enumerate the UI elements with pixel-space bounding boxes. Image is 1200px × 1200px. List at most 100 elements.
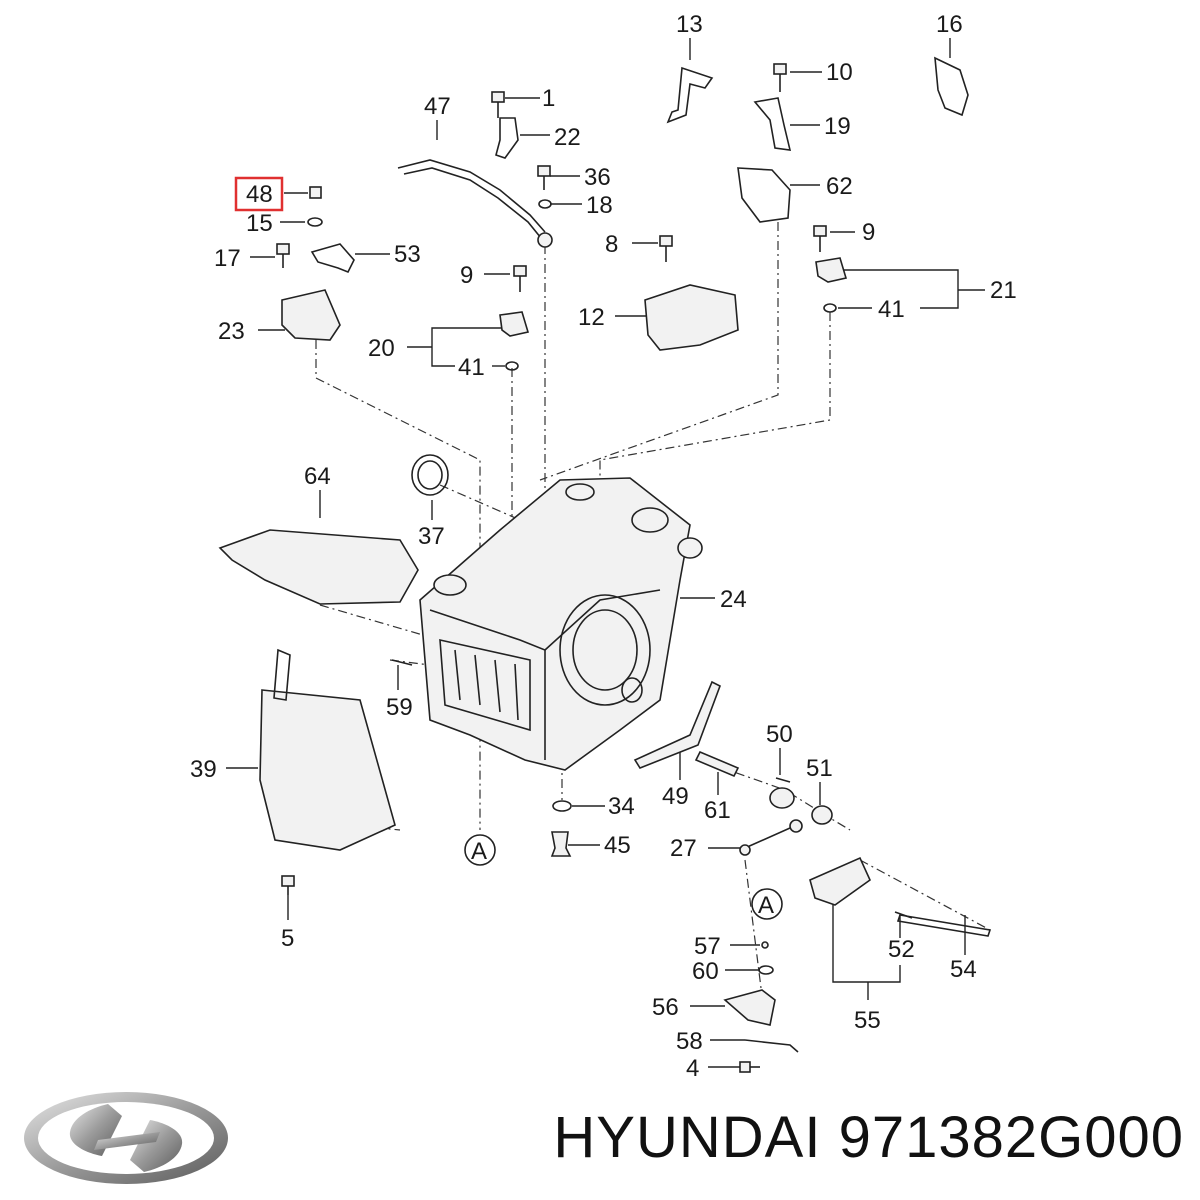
- filter-64: [218, 529, 419, 605]
- label-16: 16: [936, 11, 963, 38]
- pipe-47: [397, 159, 546, 233]
- bracket-62: [737, 167, 791, 223]
- pin-59: [391, 659, 413, 666]
- pin-57: [761, 941, 769, 949]
- o-ring-41a: [823, 303, 837, 313]
- label-4: 4: [686, 1055, 699, 1082]
- seal-37: [411, 454, 449, 496]
- sensor-21: [815, 257, 848, 283]
- callout-a-1-circle: [464, 834, 496, 866]
- label-57: 57: [694, 933, 721, 960]
- label-23: 23: [218, 318, 245, 345]
- label-39: 39: [190, 756, 217, 783]
- label-12: 12: [578, 304, 605, 331]
- plug-45: [550, 831, 572, 857]
- label-10: 10: [826, 59, 853, 86]
- bolt-4: [739, 1061, 760, 1073]
- part-number: 971382G000: [838, 1105, 1184, 1170]
- label-52: 52: [888, 936, 915, 963]
- label-48: 48: [246, 181, 273, 208]
- highlight-box-48: [234, 176, 284, 212]
- shaft-61: [694, 750, 740, 778]
- hyundai-logo-icon: [24, 1092, 228, 1184]
- range-switch-23: [281, 289, 341, 341]
- bolt-1: [491, 91, 505, 118]
- label-64: 64: [304, 463, 331, 490]
- bracket-19: [753, 97, 792, 151]
- label-34: 34: [608, 793, 635, 820]
- label-60: 60: [692, 958, 719, 985]
- label-62: 62: [826, 173, 853, 200]
- washer-15: [307, 217, 323, 227]
- bolt-8: [659, 235, 673, 262]
- callout-labels: 13 16 10 1 47 22 19 36 62 48 18 15 9 8 1…: [190, 11, 1017, 1082]
- brand-name: HYUNDAI: [553, 1105, 822, 1170]
- bracket-22: [495, 117, 519, 159]
- lever-56: [723, 989, 776, 1026]
- rod-58: [744, 1039, 799, 1053]
- label-47: 47: [424, 93, 451, 120]
- lever-53: [310, 243, 355, 274]
- bolt-17: [276, 243, 290, 268]
- oil-pan-39: [259, 689, 396, 851]
- label-a-2: A: [758, 892, 774, 919]
- bolt-5: [281, 875, 295, 895]
- label-56: 56: [652, 994, 679, 1021]
- clip-50: [775, 777, 791, 783]
- bolt-9b: [813, 225, 827, 252]
- sensor-20: [499, 311, 530, 337]
- bolt-10: [773, 63, 787, 92]
- label-18: 18: [586, 192, 613, 219]
- label-5: 5: [281, 925, 294, 952]
- label-45: 45: [604, 832, 631, 859]
- o-ring-18: [538, 199, 552, 209]
- transmission-case-24: [419, 477, 703, 771]
- bushing-51a: [769, 787, 795, 809]
- label-27: 27: [670, 835, 697, 862]
- label-22: 22: [554, 124, 581, 151]
- label-58: 58: [676, 1028, 703, 1055]
- label-41-left: 41: [458, 354, 485, 381]
- nut-48: [309, 186, 322, 199]
- label-61: 61: [704, 797, 731, 824]
- label-9-left: 9: [460, 262, 473, 289]
- label-55: 55: [854, 1007, 881, 1034]
- o-ring-41b: [505, 361, 519, 371]
- callout-a-2-circle: [751, 888, 783, 920]
- washer-34: [552, 800, 572, 812]
- washer-60: [758, 965, 774, 975]
- label-a-1: A: [471, 838, 487, 865]
- label-13: 13: [676, 11, 703, 38]
- label-8: 8: [605, 231, 618, 258]
- bushing-51b: [811, 805, 833, 825]
- lever-49: [633, 680, 722, 769]
- brand-part-number: HYUNDAI 971382G000: [553, 1104, 1184, 1171]
- label-17: 17: [214, 245, 241, 272]
- bracket-55: [809, 856, 872, 906]
- label-36: 36: [584, 164, 611, 191]
- shaft-54: [896, 914, 992, 937]
- label-54: 54: [950, 956, 977, 983]
- label-49: 49: [662, 783, 689, 810]
- label-19: 19: [824, 113, 851, 140]
- bolt-9a: [513, 265, 527, 292]
- bracket-16: [934, 56, 969, 117]
- bracket-12: [644, 284, 739, 351]
- label-51: 51: [806, 755, 833, 782]
- bolt-36: [537, 165, 551, 190]
- label-50: 50: [766, 721, 793, 748]
- label-37: 37: [418, 523, 445, 550]
- label-24: 24: [720, 586, 747, 613]
- label-9-right: 9: [862, 219, 875, 246]
- label-59: 59: [386, 694, 413, 721]
- label-21: 21: [990, 277, 1017, 304]
- label-20: 20: [368, 335, 395, 362]
- label-53: 53: [394, 241, 421, 268]
- bracket-13: [666, 66, 714, 124]
- small-parts: [218, 56, 992, 1073]
- label-1: 1: [542, 85, 555, 112]
- label-41-right: 41: [878, 296, 905, 323]
- leader-lines: [226, 38, 985, 1068]
- label-15: 15: [246, 210, 273, 237]
